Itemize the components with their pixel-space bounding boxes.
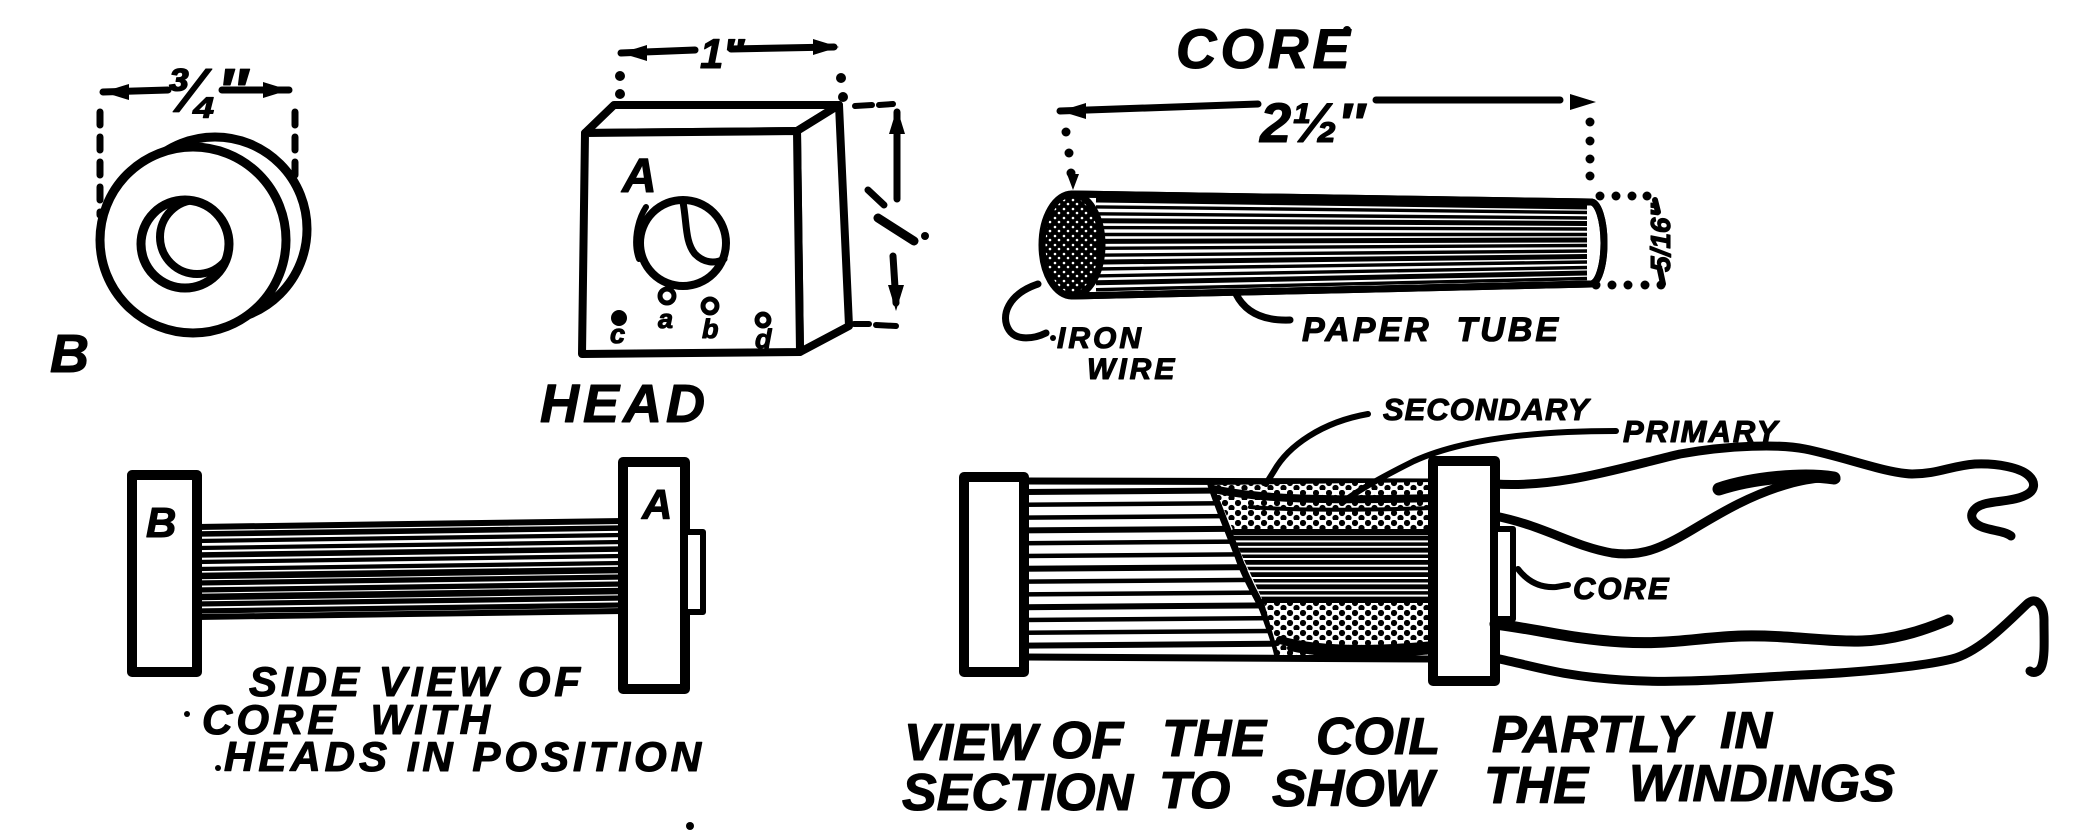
svg-text:THE: THE: [1162, 710, 1267, 768]
svg-text:HEADS IN POSITION: HEADS IN POSITION: [224, 733, 705, 780]
svg-text:SECONDARY: SECONDARY: [1383, 392, 1592, 427]
svg-text:SECTION: SECTION: [902, 764, 1135, 822]
svg-text:B: B: [50, 324, 89, 384]
svg-text:HEAD: HEAD: [540, 374, 709, 434]
svg-text:a: a: [658, 304, 673, 334]
svg-text:B: B: [146, 499, 176, 546]
svg-text:A: A: [621, 150, 657, 203]
svg-text:CORE: CORE: [1176, 17, 1354, 80]
svg-text:IN: IN: [1720, 702, 1773, 760]
svg-text:PRIMARY: PRIMARY: [1623, 414, 1781, 449]
svg-text:TO: TO: [1159, 762, 1230, 820]
svg-text:A: A: [641, 481, 672, 528]
svg-text:OF: OF: [1051, 712, 1124, 770]
svg-text:SHOW: SHOW: [1272, 760, 1438, 818]
svg-text:2½″: 2½″: [1259, 91, 1367, 154]
svg-text:SIDE VIEW OF: SIDE VIEW OF: [249, 658, 584, 705]
svg-text:5/16″: 5/16″: [1645, 203, 1676, 272]
svg-text:¾″: ¾″: [166, 57, 250, 126]
svg-text:CORE: CORE: [1573, 571, 1671, 606]
svg-text:COIL: COIL: [1316, 708, 1440, 766]
svg-text:WIRE: WIRE: [1087, 353, 1177, 386]
svg-text:WINDINGS: WINDINGS: [1629, 755, 1895, 813]
svg-text:PAPER TUBE: PAPER TUBE: [1302, 311, 1561, 349]
svg-text:1″: 1″: [700, 30, 745, 77]
svg-text:THE: THE: [1484, 757, 1589, 815]
svg-text:b: b: [702, 314, 719, 344]
svg-text:VIEW: VIEW: [904, 714, 1041, 772]
svg-text:PARTLY: PARTLY: [1492, 706, 1696, 764]
svg-text:CORE WITH: CORE WITH: [202, 696, 494, 743]
svg-text:IRON: IRON: [1057, 322, 1144, 355]
svg-text:c: c: [610, 319, 625, 349]
svg-text:d: d: [755, 324, 772, 354]
